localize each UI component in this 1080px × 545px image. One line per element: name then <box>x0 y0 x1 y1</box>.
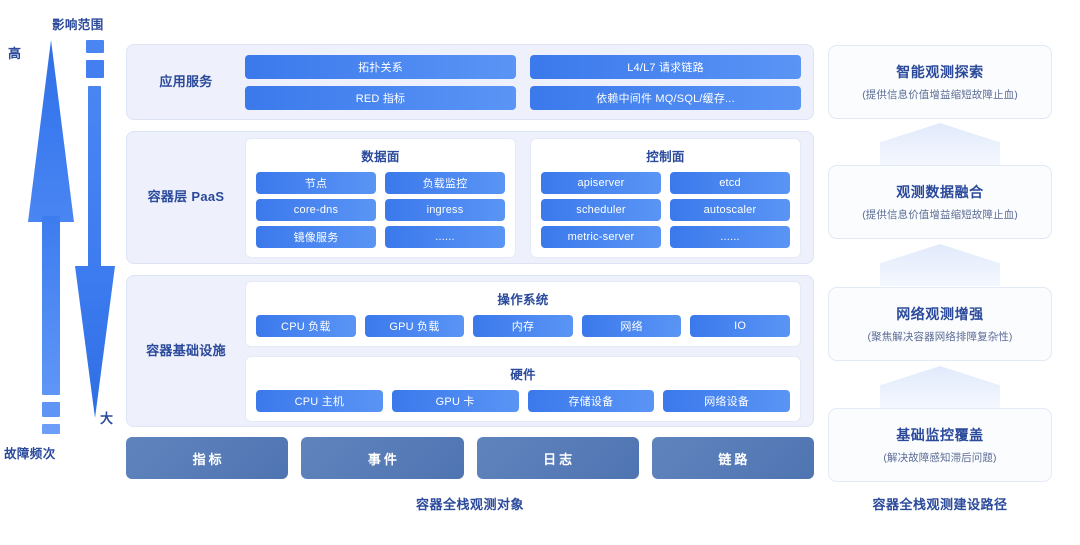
card-title-operating-system: 操作系统 <box>497 292 549 307</box>
pill-topology[interactable]: 拓扑关系 <box>245 54 516 79</box>
caption-observability-objects: 容器全栈观测对象 <box>415 497 524 512</box>
roadmap-sub-1: (提供信息价值增益缩短故障止血) <box>862 89 1018 101</box>
pill-network-device[interactable]: 网络设备 <box>663 389 790 412</box>
arrow-down-dash-1 <box>86 40 104 53</box>
pill-l4-l7-request-chain[interactable]: L4/L7 请求链路 <box>530 54 801 79</box>
control-plane-grid: apiserver etcd scheduler autoscaler metr… <box>541 171 790 248</box>
pill-etcd[interactable]: etcd <box>670 171 790 194</box>
axis-column: 影响范围 高 大 故障频次 <box>0 0 126 545</box>
arrow-up-shaft <box>42 216 60 395</box>
arrow-up-dash-1 <box>42 402 60 417</box>
pill-load-monitor[interactable]: 负载监控 <box>385 171 505 194</box>
chevron-up-icon-1 <box>880 123 1000 165</box>
roadmap-column: 智能观测探索 (提供信息价值增益缩短故障止血) 观测数据融合 (提供信息价值增益… <box>828 0 1056 545</box>
roadmap-title-3: 网络观测增强 <box>896 306 984 322</box>
roadmap-title-4: 基础监控覆盖 <box>896 427 984 443</box>
pill-autoscaler[interactable]: autoscaler <box>670 198 790 221</box>
pill-node[interactable]: 节点 <box>256 171 376 194</box>
pill-image-service[interactable]: 镜像服务 <box>256 225 376 248</box>
roadmap-sub-3: (聚焦解决容器网络排障复杂性) <box>867 331 1013 343</box>
pill-red-metrics[interactable]: RED 指标 <box>245 85 516 110</box>
pill-data-plane-more[interactable]: ...... <box>385 225 505 248</box>
bar-button-logs[interactable]: 日志 <box>476 437 639 479</box>
bar-button-events[interactable]: 事件 <box>301 437 464 479</box>
chevron-up-icon-2 <box>880 244 1000 286</box>
layer-label-container-paas: 容器层 PaaS <box>147 189 225 205</box>
roadmap-sub-4: (解决故障感知滞后问题) <box>883 452 997 464</box>
layer-body-container-paas: 数据面 节点 负载监控 core-dns ingress 镜像服务 ......… <box>245 137 813 258</box>
pill-memory[interactable]: 内存 <box>473 314 573 337</box>
layer-body-container-infrastructure: 操作系统 CPU 负载 GPU 负载 内存 网络 IO 硬件 CPU 主机 GP… <box>245 280 813 422</box>
stack-column: 应用服务 拓扑关系 L4/L7 请求链路 RED 指标 依赖中间件 MQ/SQL… <box>126 0 820 545</box>
data-plane-grid: 节点 负载监控 core-dns ingress 镜像服务 ...... <box>256 171 505 248</box>
pill-apiserver[interactable]: apiserver <box>541 171 661 194</box>
layer-container-paas: 容器层 PaaS 数据面 节点 负载监控 core-dns ingress 镜像… <box>126 131 814 264</box>
pill-gpu-load[interactable]: GPU 负载 <box>364 314 465 337</box>
application-service-grid: 拓扑关系 L4/L7 请求链路 RED 指标 依赖中间件 MQ/SQL/缓存..… <box>245 54 801 110</box>
roadmap-card-intelligent-exploration[interactable]: 智能观测探索 (提供信息价值增益缩短故障止血) <box>828 45 1052 119</box>
card-title-data-plane: 数据面 <box>361 149 400 164</box>
pill-metric-server[interactable]: metric-server <box>541 225 661 248</box>
pill-cpu-host[interactable]: CPU 主机 <box>256 389 383 412</box>
pill-network[interactable]: 网络 <box>581 314 682 337</box>
card-hardware: 硬件 CPU 主机 GPU 卡 存储设备 网络设备 <box>245 355 801 422</box>
pill-scheduler[interactable]: scheduler <box>541 198 661 221</box>
pill-cpu-load[interactable]: CPU 负载 <box>256 314 356 337</box>
card-operating-system: 操作系统 CPU 负载 GPU 负载 内存 网络 IO <box>245 280 801 347</box>
roadmap-title-1: 智能观测探索 <box>896 64 984 80</box>
layer-application-service: 应用服务 拓扑关系 L4/L7 请求链路 RED 指标 依赖中间件 MQ/SQL… <box>126 44 814 120</box>
pill-gpu-card[interactable]: GPU 卡 <box>391 389 519 412</box>
arrow-down-dash-2 <box>86 60 104 78</box>
hardware-row: CPU 主机 GPU 卡 存储设备 网络设备 <box>256 389 790 412</box>
impact-scope-down-arrow-icon <box>75 40 116 425</box>
axis-cap-big: 大 <box>100 411 114 426</box>
roadmap-sub-2: (提供信息价值增益缩短故障止血) <box>862 209 1018 221</box>
card-data-plane: 数据面 节点 负载监控 core-dns ingress 镜像服务 ...... <box>245 137 516 258</box>
axis-cap-high: 高 <box>8 46 22 61</box>
fault-frequency-up-arrow-icon <box>28 40 74 434</box>
axis-impact-scope-label: 影响范围 <box>52 18 104 32</box>
card-control-plane: 控制面 apiserver etcd scheduler autoscaler … <box>530 137 801 258</box>
arrow-down-head <box>75 266 115 418</box>
arrow-down-shaft <box>88 86 101 271</box>
card-title-hardware: 硬件 <box>510 367 536 382</box>
layer-label-container-infrastructure: 容器基础设施 <box>146 342 226 358</box>
pill-storage-device[interactable]: 存储设备 <box>527 389 655 412</box>
bar-button-traces[interactable]: 链路 <box>651 437 814 479</box>
pill-dependency-middleware[interactable]: 依赖中间件 MQ/SQL/缓存... <box>530 85 801 110</box>
bar-button-metrics[interactable]: 指标 <box>126 437 289 479</box>
arrow-up-dash-2 <box>42 424 60 434</box>
pill-control-plane-more[interactable]: ...... <box>670 225 790 248</box>
layer-label-application-service: 应用服务 <box>159 73 213 89</box>
card-title-control-plane: 控制面 <box>646 149 685 164</box>
pill-core-dns[interactable]: core-dns <box>256 198 376 221</box>
roadmap-card-basic-monitoring[interactable]: 基础监控覆盖 (解决故障感知滞后问题) <box>828 408 1052 482</box>
pill-ingress[interactable]: ingress <box>385 198 505 221</box>
arrow-up-head <box>28 40 74 222</box>
roadmap-title-2: 观测数据融合 <box>896 184 984 200</box>
roadmap-card-network-observability[interactable]: 网络观测增强 (聚焦解决容器网络排障复杂性) <box>828 287 1052 361</box>
layer-container-infrastructure: 容器基础设施 操作系统 CPU 负载 GPU 负载 内存 网络 IO 硬件 C <box>126 275 814 427</box>
axis-fault-frequency-label: 故障频次 <box>4 447 56 461</box>
pill-io[interactable]: IO <box>690 314 790 337</box>
chevron-up-icon-3 <box>880 366 1000 408</box>
caption-roadmap: 容器全栈观测建设路径 <box>872 497 1008 512</box>
roadmap-card-data-fusion[interactable]: 观测数据融合 (提供信息价值增益缩短故障止血) <box>828 165 1052 239</box>
layer-body-application-service: 拓扑关系 L4/L7 请求链路 RED 指标 依赖中间件 MQ/SQL/缓存..… <box>245 54 813 110</box>
operating-system-row: CPU 负载 GPU 负载 内存 网络 IO <box>256 314 790 337</box>
observability-signal-bar: 指标 事件 日志 链路 <box>126 437 814 479</box>
